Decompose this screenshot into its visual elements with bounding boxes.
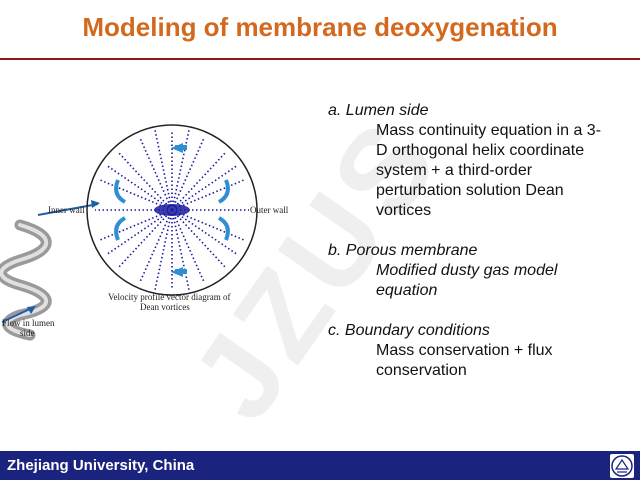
inner-wall-label: Inner wall [48,205,85,215]
footer-text: Zhejiang University, China [7,457,195,474]
outer-wall-label: Outer wall [250,205,289,215]
section-c-line: conservation [376,362,467,379]
velocity-vector-field [95,129,249,291]
section-b-line: Modified dusty gas model [376,262,558,279]
section-a-line: D orthogonal helix coordinate [376,142,585,159]
flow-label-line-1: Flow in lumen [2,318,55,328]
section-b-heading: b. Porous membrane [328,242,478,259]
section-c-heading: c. Boundary conditions [328,322,490,339]
helix-tube-icon [0,219,52,341]
footer-bar: Zhejiang University, China [0,451,640,480]
section-boundary-conditions: c. Boundary conditions Mass conservation… [328,321,628,381]
section-b-line: equation [376,282,438,299]
slide-title: Modeling of membrane deoxygenation [82,12,558,42]
section-a-line: vortices [376,202,432,219]
section-a-heading: a. Lumen side [328,102,429,119]
vortex-arrows [114,179,230,241]
section-a-line: perturbation solution Dean [376,182,564,199]
pipe-cross-section [86,124,258,296]
section-c-line: Mass conservation + flux [376,342,553,359]
title-divider [0,58,640,60]
caption-line-1: Velocity profile vector diagram of [108,292,231,302]
flow-label-line-2: side [20,328,35,338]
caption-line-2: Dean vortices [140,302,190,312]
section-lumen-side: a. Lumen side Mass continuity equation i… [328,101,628,221]
section-a-line: system + a third-order [376,162,533,179]
university-seal-icon [610,454,634,478]
model-description: a. Lumen side Mass continuity equation i… [328,101,628,401]
section-a-line: Mass continuity equation in a 3- [376,122,602,139]
section-porous-membrane: b. Porous membrane Modified dusty gas mo… [328,241,628,301]
dean-vortices-figure: Inner wall Outer wall Velocity profile v… [0,110,310,350]
dean-vortices-diagram [0,124,258,341]
